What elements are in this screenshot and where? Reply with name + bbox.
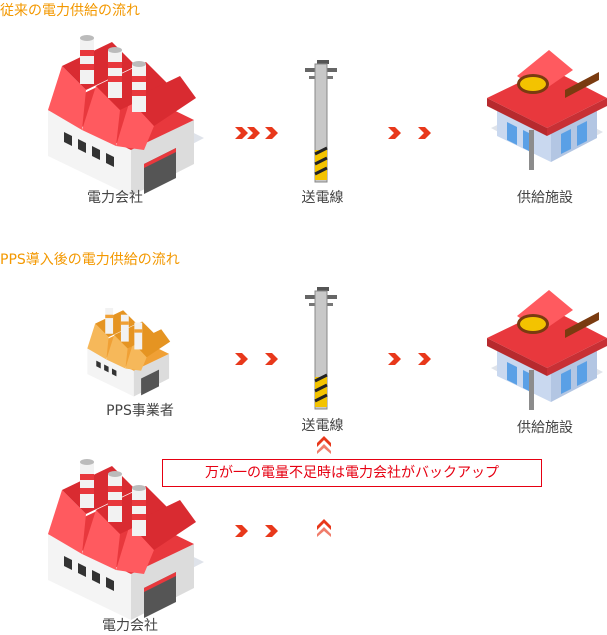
backup-power-company-label: 電力会社 [102,618,158,634]
pps-heading: PPS導入後の電力供給の流れ [0,252,180,268]
power-company-factory-icon [48,35,204,196]
power-company-label: 電力会社 [87,190,143,206]
backup-arrow-up-icon [317,436,331,458]
pps-provider-factory-icon [87,308,171,397]
pps-provider-label: PPS事業者 [106,403,174,419]
backup-power-company-factory-icon [48,459,204,620]
supply-facility-icon [487,50,607,170]
conventional-heading: 従来の電力供給の流れ [0,3,140,19]
flow-arrow-icon [388,124,438,143]
flow-arrow-icon [388,350,438,369]
utility-pole-icon [303,285,339,411]
supply-facility-icon [487,290,607,410]
transmission-line-label: 送電線 [301,190,344,206]
supply-facility-label: 供給施設 [517,420,573,436]
utility-pole-icon [303,58,339,184]
transmission-line-label: 送電線 [301,418,344,434]
backup-arrow-up-icon [317,519,331,541]
flow-arrow-icon [235,124,285,143]
backup-callout: 万が一の電量不足時は電力会社がバックアップ [162,459,542,487]
flow-arrow-icon [235,350,285,369]
supply-facility-label: 供給施設 [517,190,573,206]
flow-arrow-icon [235,522,285,541]
